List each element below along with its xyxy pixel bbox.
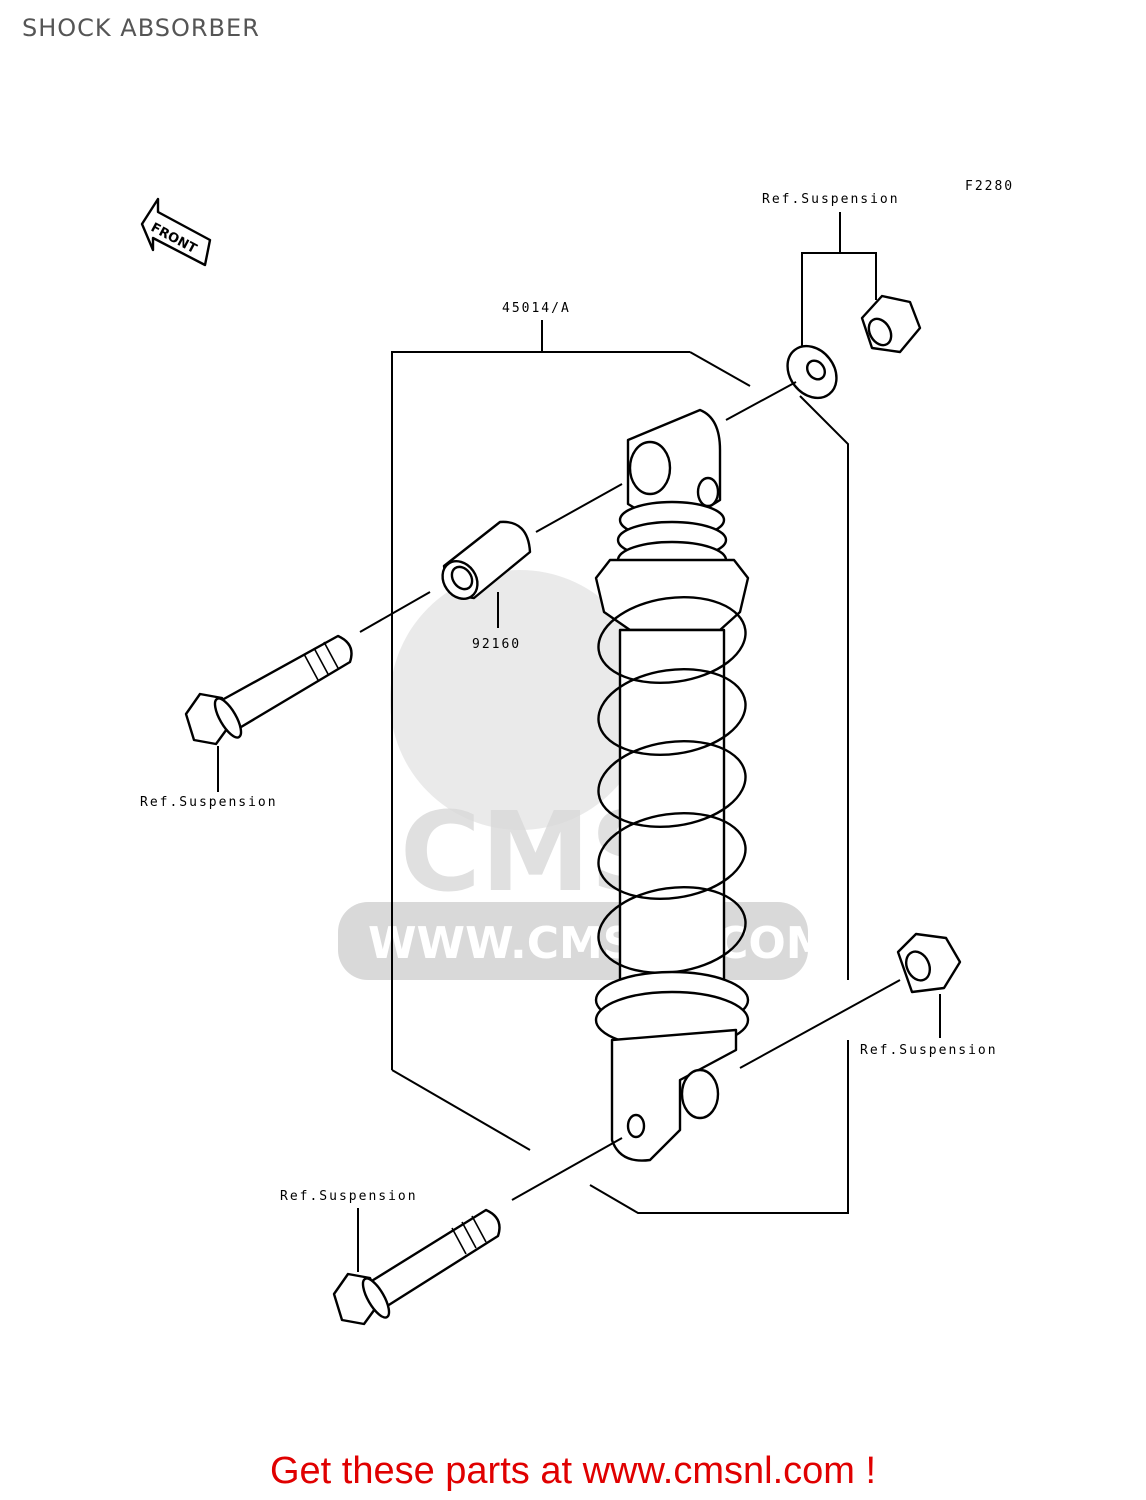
lower-bolt bbox=[332, 1208, 501, 1326]
callout-92160: 92160 bbox=[472, 637, 521, 652]
front-arrow-icon: FRONT bbox=[140, 197, 212, 267]
callout-ref-top-right: Ref.Suspension bbox=[762, 192, 900, 207]
lower-right-nut bbox=[896, 932, 962, 994]
figure-code: F2280 bbox=[965, 179, 1014, 194]
top-nut bbox=[860, 294, 922, 354]
bracket-45014 bbox=[391, 320, 543, 1070]
collar bbox=[441, 520, 532, 600]
footer-parts-link[interactable]: Get these parts at www.cmsnl.com ! bbox=[269, 1450, 877, 1492]
callout-ref-lower-bolt: Ref.Suspension bbox=[280, 1189, 418, 1204]
shock-absorber bbox=[594, 408, 750, 1162]
callout-ref-lower-right: Ref.Suspension bbox=[860, 1043, 998, 1058]
parts-diagram: CMS WWW.CMSNL.COM FRONT F2280 45014/A Re… bbox=[140, 179, 1014, 1326]
watermark: CMS WWW.CMSNL.COM bbox=[338, 570, 830, 980]
callout-ref-left-bolt: Ref.Suspension bbox=[140, 795, 278, 810]
page-title: SHOCK ABSORBER bbox=[22, 14, 260, 42]
washer bbox=[786, 344, 838, 400]
left-bolt bbox=[184, 634, 353, 746]
callout-45014: 45014/A bbox=[502, 301, 571, 316]
